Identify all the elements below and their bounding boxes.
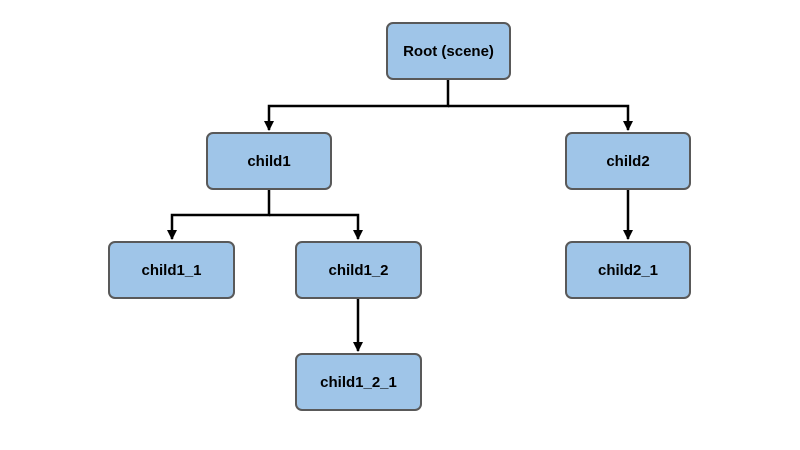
node-root-label: Root (scene) [403,42,494,60]
node-child1_1: child1_1 [108,241,235,299]
node-child1_2_1-label: child1_2_1 [320,373,397,391]
node-child1_2_1: child1_2_1 [295,353,422,411]
edge-root-to-child2 [448,104,633,131]
node-root: Root (scene) [386,22,511,80]
node-child1_2: child1_2 [295,241,422,299]
edge-child1-to-child1_1 [167,190,271,240]
node-child2: child2 [565,132,691,190]
node-child2-label: child2 [606,152,650,170]
node-child2_1: child2_1 [565,241,691,299]
node-child2_1-label: child2_1 [597,261,659,279]
node-child1: child1 [206,132,332,190]
edge-child1-to-child1_2 [269,213,363,240]
node-child1-label: child1 [247,152,291,170]
node-child1_1-label: child1_1 [141,261,202,279]
edge-root-to-child1 [264,80,450,131]
node-child1_2-label: child1_2 [328,261,389,279]
